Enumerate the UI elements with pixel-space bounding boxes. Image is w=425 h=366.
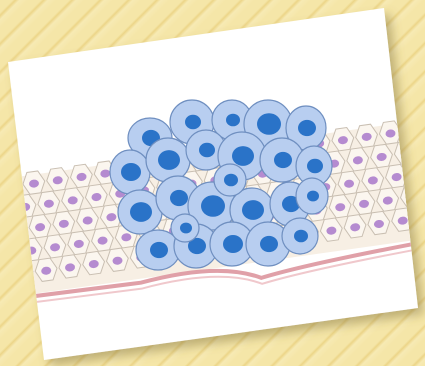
normal-nucleus <box>5 182 16 191</box>
tumor-cell <box>146 138 190 182</box>
tumor-nucleus <box>260 236 278 252</box>
tumor-cell <box>282 218 318 254</box>
tumor-cell-cluster <box>110 100 332 270</box>
tumor-nucleus <box>170 190 188 206</box>
tumor-nucleus <box>307 159 323 173</box>
tumor-nucleus <box>130 202 152 222</box>
normal-nucleus <box>400 149 411 158</box>
normal-cell <box>0 174 23 199</box>
tumor-cell <box>171 214 199 242</box>
normal-nucleus <box>421 213 425 222</box>
tumor-nucleus <box>232 146 254 166</box>
normal-cell <box>402 117 425 142</box>
tumor-cell <box>214 164 246 196</box>
tumor-nucleus <box>121 163 141 181</box>
normal-nucleus <box>2 249 13 258</box>
tumor-nucleus <box>150 242 168 258</box>
normal-nucleus <box>409 126 420 135</box>
normal-cell <box>0 220 5 245</box>
tumor-nucleus <box>158 150 180 170</box>
normal-cell <box>10 261 35 286</box>
tumor-nucleus <box>180 223 192 234</box>
tumor-cell <box>118 190 162 234</box>
normal-cell <box>417 137 425 162</box>
tumor-nucleus <box>298 120 316 136</box>
tumor-nucleus <box>199 143 215 157</box>
tumor-nucleus <box>201 195 225 217</box>
normal-cell <box>0 197 14 222</box>
tumor-cell <box>296 178 328 214</box>
tumor-nucleus <box>185 115 201 129</box>
tumor-nucleus <box>226 114 240 127</box>
tumor-nucleus <box>307 191 319 202</box>
normal-nucleus <box>0 206 7 215</box>
normal-cell <box>408 160 425 185</box>
tumor-nucleus <box>274 152 292 168</box>
normal-nucleus <box>0 273 4 282</box>
tumor-nucleus <box>223 235 243 253</box>
tumor-nucleus <box>257 113 281 135</box>
tumor-cell <box>110 150 150 194</box>
tumor-nucleus <box>224 174 238 187</box>
normal-nucleus <box>415 169 425 178</box>
tumor-nucleus <box>242 200 264 220</box>
normal-nucleus <box>17 269 28 278</box>
normal-cell <box>414 204 425 229</box>
normal-cell <box>4 217 29 242</box>
tumor-nucleus <box>294 230 308 243</box>
normal-nucleus <box>11 226 22 235</box>
normal-cell <box>0 264 11 289</box>
normal-cell <box>0 241 20 266</box>
normal-nucleus <box>406 193 417 202</box>
